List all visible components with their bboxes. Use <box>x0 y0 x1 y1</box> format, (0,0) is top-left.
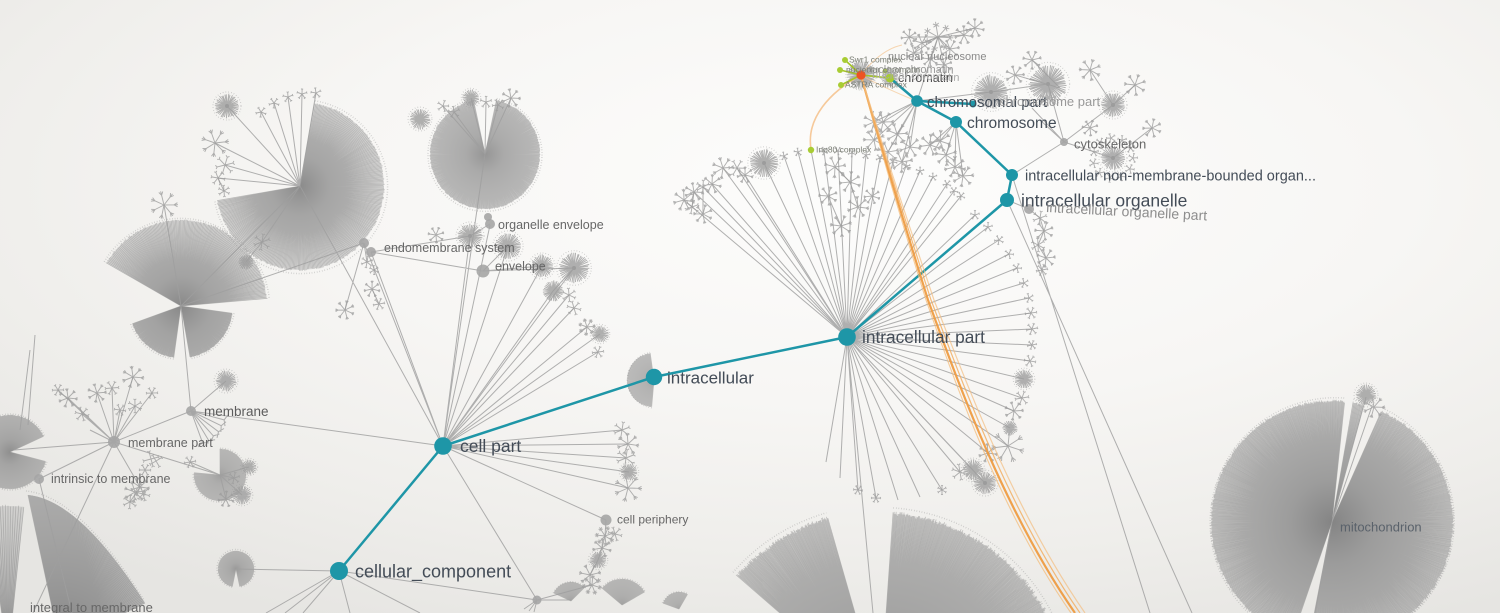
svg-text:ASTRA complex: ASTRA complex <box>845 80 908 90</box>
svg-text:nuclear nucleosome: nuclear nucleosome <box>888 51 986 63</box>
svg-text:nucleolar chromatin: nucleolar chromatin <box>846 65 920 75</box>
svg-text:nuclear chromatin: nuclear chromatin <box>872 69 960 84</box>
svg-text:intracellular part: intracellular part <box>862 327 985 347</box>
svg-text:intrinsic to membrane: intrinsic to membrane <box>51 472 171 486</box>
svg-text:chromosome: chromosome <box>967 115 1057 132</box>
svg-text:cell part: cell part <box>460 436 521 456</box>
svg-text:Swr1 complex: Swr1 complex <box>849 55 903 65</box>
svg-text:cellular_component: cellular_component <box>355 562 511 583</box>
svg-text:integral to membrane: integral to membrane <box>30 600 153 613</box>
svg-text:endomembrane system: endomembrane system <box>384 241 515 255</box>
svg-text:membrane: membrane <box>204 404 269 419</box>
svg-text:chromosomal part: chromosomal part <box>927 94 1048 111</box>
svg-text:cell periphery: cell periphery <box>617 513 688 527</box>
svg-text:membrane part: membrane part <box>128 436 213 450</box>
svg-text:Ino80 complex: Ino80 complex <box>816 145 872 155</box>
svg-text:organelle envelope: organelle envelope <box>498 218 604 232</box>
svg-text:intracellular non-membrane-bou: intracellular non-membrane-bounded organ… <box>1025 169 1316 185</box>
svg-text:chromatin: chromatin <box>898 71 953 85</box>
svg-text:intracellular: intracellular <box>667 369 754 388</box>
svg-text:cytoskeleton: cytoskeleton <box>1074 137 1146 152</box>
svg-text:intracellular organelle: intracellular organelle <box>1021 191 1187 211</box>
svg-text:nuclear chromatin: nuclear chromatin <box>866 64 953 76</box>
svg-text:mitochondrion: mitochondrion <box>1340 520 1422 535</box>
svg-text:chromosome part: chromosome part <box>999 94 1101 109</box>
svg-text:envelope: envelope <box>495 260 546 274</box>
